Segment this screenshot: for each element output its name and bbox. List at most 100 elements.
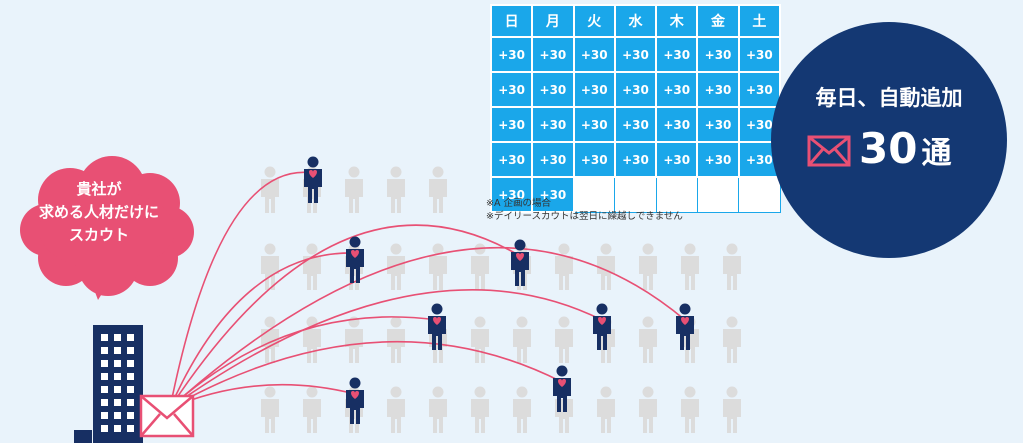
building-window: [101, 373, 108, 380]
badge-count-number: 30: [859, 124, 918, 173]
calendar-day-3: 水: [613, 4, 658, 38]
calendar-cell: +30: [613, 71, 658, 108]
scout-arc: [169, 252, 356, 409]
envelope-flap: [140, 395, 194, 420]
building-window: [101, 425, 108, 432]
crowd-person: [345, 166, 363, 213]
bubble-line-2: 求める人材だけに: [38, 203, 159, 221]
calendar-cell: +30: [696, 141, 740, 178]
crowd-person: [723, 243, 741, 290]
calendar-cell: +30: [572, 36, 616, 73]
calendar-day-6: 土: [737, 4, 782, 38]
building-window: [127, 347, 134, 354]
envelope-fold: [140, 413, 161, 437]
crowd-person: [387, 386, 405, 433]
calendar-cell: +30: [655, 141, 699, 178]
building-window: [127, 373, 134, 380]
calendar-row: +30+30+30+30+30+30+30: [489, 106, 782, 143]
bubble-line-1: 貴社が: [76, 180, 122, 198]
building-tower: [93, 325, 143, 443]
calendar-cell: +30: [489, 106, 534, 143]
scout-arc: [169, 316, 438, 409]
scout-arcs: [169, 171, 686, 409]
calendar-cell: +30: [531, 176, 575, 213]
crowd-person: [513, 386, 531, 433]
calendar-cell: +30: [572, 141, 616, 178]
calendar-cell: [738, 176, 781, 213]
calendar-cell: +30: [489, 36, 534, 73]
note-plan: ※A 企画の場合: [486, 198, 551, 209]
scout-arc: [169, 289, 603, 409]
building-window: [114, 399, 121, 406]
building-window: [114, 412, 121, 419]
calendar-cell: +30: [572, 71, 616, 108]
calendar-cell: +30: [489, 176, 534, 213]
building-window: [101, 412, 108, 419]
calendar-row: +30+30+30+30+30+30+30: [489, 141, 782, 178]
building-window: [127, 386, 134, 393]
company-building-icon: [74, 325, 143, 443]
building-window: [101, 347, 108, 354]
calendar-cell: +30: [489, 71, 534, 108]
heart-icon: [681, 317, 689, 325]
crowd-person: [555, 316, 573, 363]
building-window: [101, 386, 108, 393]
bubble-text: 貴社が 求める人材だけに スカウト: [24, 178, 174, 247]
calendar-body: +30+30+30+30+30+30+30+30+30+30+30+30+30+…: [489, 36, 782, 213]
calendar-cell: +30: [737, 36, 782, 73]
building-window: [101, 360, 108, 367]
building-annex: [74, 430, 92, 443]
crowd-person: [387, 166, 405, 213]
heart-icon: [351, 391, 359, 399]
calendar-cell: +30: [531, 71, 575, 108]
scout-arc: [169, 247, 686, 409]
calendar-cell: +30: [531, 36, 575, 73]
building-window: [101, 334, 108, 341]
calendar-cell: [655, 176, 698, 213]
crowd-person: [723, 386, 741, 433]
crowd-person: [429, 243, 447, 290]
calendar-cell: +30: [489, 141, 534, 178]
calendar-cell: +30: [613, 106, 658, 143]
calendar-day-0: 日: [489, 4, 534, 38]
building-window: [127, 360, 134, 367]
heart-icon: [558, 379, 566, 387]
speech-bubble: [20, 156, 194, 300]
calendar-day-2: 火: [572, 4, 616, 38]
building-window: [127, 425, 134, 432]
badge-headline: 毎日、自動追加: [815, 86, 963, 110]
crowd-person: [639, 316, 657, 363]
target-candidates: [304, 156, 694, 424]
calendar-cell: +30: [655, 106, 699, 143]
calendar-cell: +30: [572, 106, 616, 143]
calendar-table: 日月火水木金土 +30+30+30+30+30+30+30+30+30+30+3…: [489, 4, 782, 213]
bubble-core: [39, 190, 175, 270]
building-window: [114, 373, 121, 380]
calendar-day-4: 木: [655, 4, 699, 38]
crowd-person: [429, 166, 447, 213]
calendar-cell: +30: [613, 36, 658, 73]
calendar-day-5: 金: [696, 4, 740, 38]
heart-icon: [598, 317, 606, 325]
scout-arc: [169, 171, 314, 409]
crowd-person: [597, 386, 615, 433]
building-window: [114, 425, 121, 432]
heart-icon: [433, 317, 441, 325]
scout-arc: [169, 340, 563, 409]
crowd-person: [261, 166, 279, 213]
bubble-tail: [92, 284, 108, 300]
calendar-cell: +30: [613, 141, 658, 178]
calendar-day-1: 月: [531, 4, 575, 38]
crowd-person: [345, 316, 363, 363]
heart-icon: [309, 170, 317, 178]
calendar-row: +30+30+30+30+30+30+30: [489, 71, 782, 108]
calendar-cell: +30: [696, 36, 740, 73]
note-carryover: ※デイリースカウトは翌日に繰越しできません: [486, 211, 683, 222]
crowd-person: [555, 243, 573, 290]
building-window: [114, 334, 121, 341]
scout-arc: [169, 224, 521, 409]
calendar-row: +30+30: [489, 176, 781, 213]
crowd-person: [723, 316, 741, 363]
